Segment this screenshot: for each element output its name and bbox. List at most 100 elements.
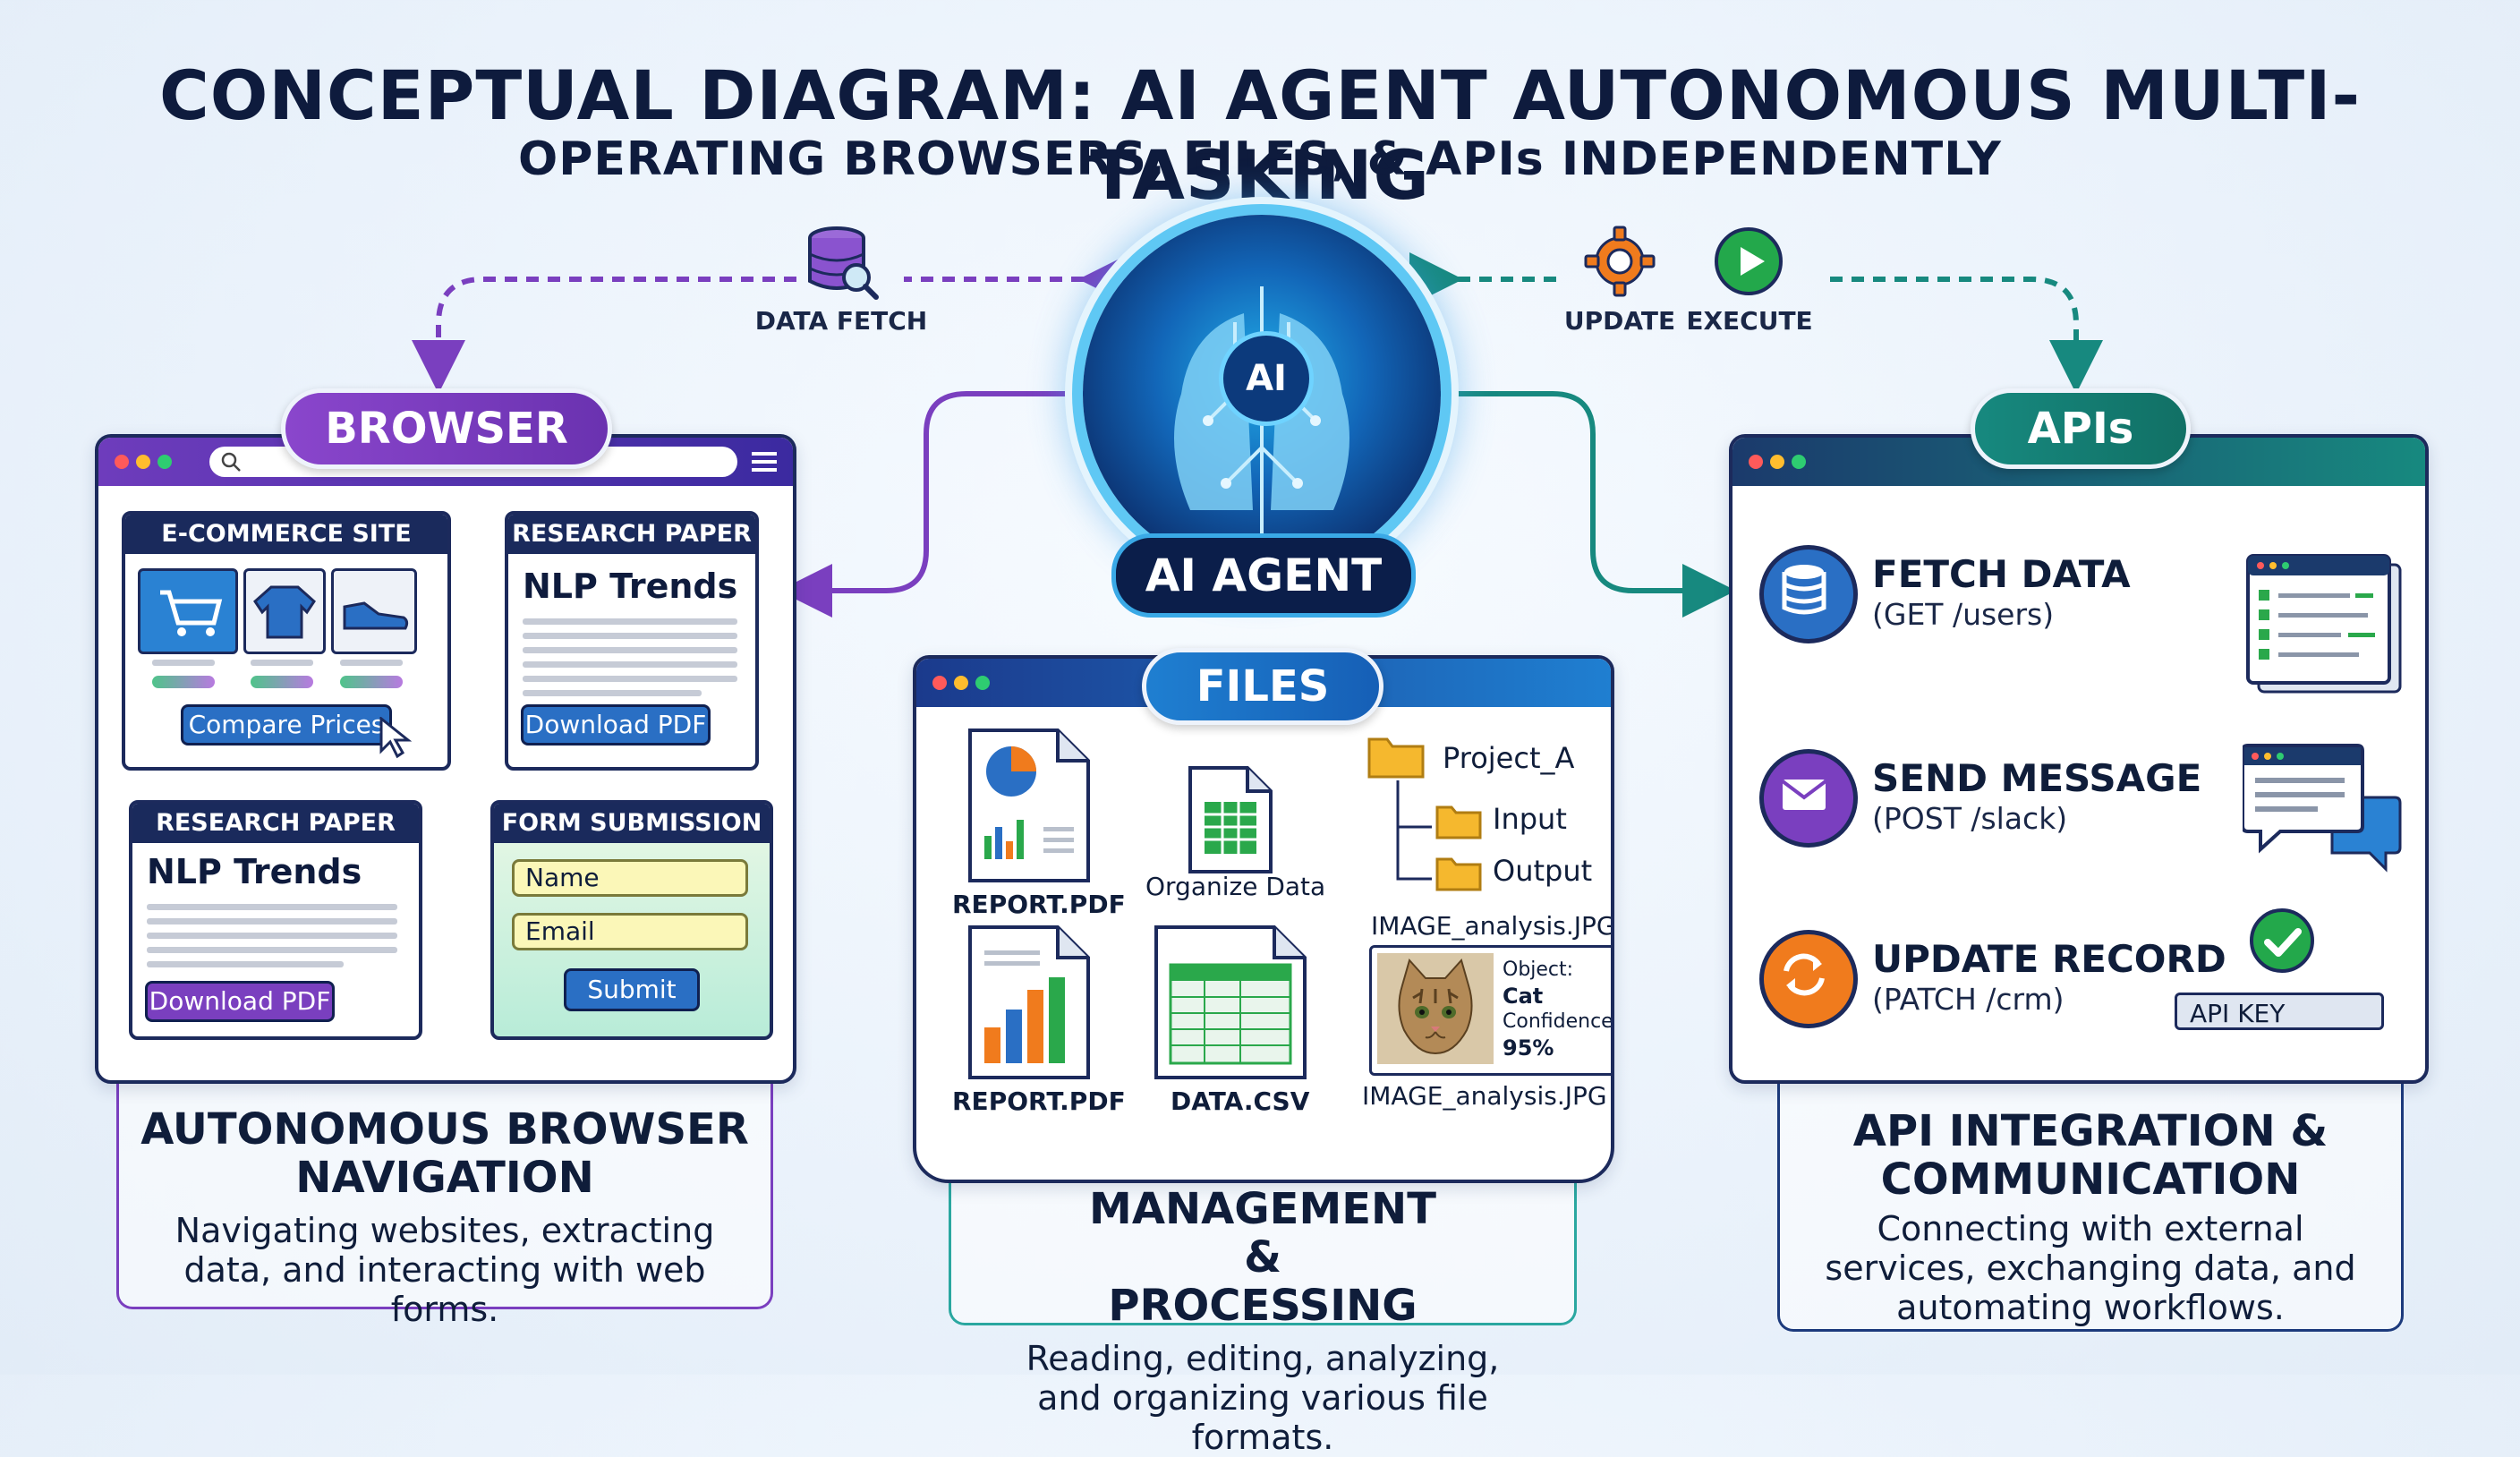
maximize-dot[interactable]	[975, 676, 990, 690]
send-message-endpoint: (POST /slack)	[1872, 801, 2068, 836]
minimize-dot[interactable]	[954, 676, 968, 690]
database-icon[interactable]	[1759, 545, 1858, 643]
close-dot[interactable]	[932, 676, 947, 690]
research-paper-card-2: RESEARCH PAPER NLP Trends Download PDF	[129, 800, 422, 1040]
browser-caption-text: Navigating websites, extracting data, an…	[175, 1211, 715, 1329]
email-field[interactable]: Email	[512, 913, 748, 950]
compare-prices-button[interactable]: Compare Prices	[181, 704, 392, 746]
placeholder-line	[152, 660, 215, 666]
apis-badge: APIs	[1971, 388, 2191, 469]
browser-badge: BROWSER	[281, 388, 612, 469]
folder-icon[interactable]	[1435, 854, 1482, 891]
project-a-folder-label: Project_A	[1443, 741, 1575, 775]
placeholder-line	[251, 660, 313, 666]
files-badge: FILES	[1142, 648, 1383, 725]
close-dot[interactable]	[115, 455, 129, 469]
data-csv-label: DATA.CSV	[1171, 1086, 1310, 1116]
cat-photo	[1377, 953, 1494, 1064]
price-bar	[340, 676, 403, 688]
ai-agent-head-graphic: AI	[1083, 215, 1441, 573]
research-paper-header-1: RESEARCH PAPER	[508, 515, 755, 554]
agent-apis-connector	[1427, 391, 1736, 618]
browser-caption: AUTONOMOUS BROWSER NAVIGATION Navigating…	[116, 1078, 773, 1329]
apis-window: FETCH DATA (GET /users) SEND MESSAGE (PO…	[1729, 434, 2429, 1084]
input-folder-label: Input	[1493, 802, 1567, 836]
download-pdf-button-2[interactable]: Download PDF	[145, 981, 335, 1022]
image-analysis-label-top: IMAGE_analysis.JPG	[1371, 911, 1614, 941]
placeholder-line	[147, 947, 397, 953]
execute-connector	[1830, 277, 2103, 394]
page-subtitle: OPERATING BROWSERS, FILES, & APIs INDEPE…	[518, 132, 2002, 186]
report-pdf-label-1: REPORT.PDF	[952, 890, 1126, 919]
research-paper-header-2: RESEARCH PAPER	[132, 804, 419, 843]
image-detection-card[interactable]: Object: Cat Confidence: 95%	[1369, 945, 1614, 1076]
menu-icon[interactable]	[752, 450, 777, 473]
cursor-icon	[379, 717, 413, 759]
check-icon	[2250, 908, 2314, 973]
research-paper-card-1: RESEARCH PAPER NLP Trends Download PDF	[505, 511, 759, 771]
csv-file-icon[interactable]	[1151, 924, 1310, 1081]
placeholder-line	[147, 904, 397, 910]
report-pdf-label-2: REPORT.PDF	[952, 1086, 1126, 1116]
placeholder-line	[147, 961, 344, 967]
organize-data-label: Organize Data	[1145, 872, 1326, 901]
tree-connector	[1396, 780, 1432, 881]
object-label: Object:	[1503, 959, 1574, 981]
placeholder-line	[523, 618, 737, 625]
minimize-dot[interactable]	[1770, 455, 1784, 469]
maximize-dot[interactable]	[158, 455, 172, 469]
data-fetch-connector-left	[412, 277, 796, 394]
apis-caption-text: Connecting with external services, excha…	[1825, 1209, 2356, 1327]
ai-agent-label: AI AGENT	[1111, 533, 1416, 618]
bar-report-file-icon[interactable]	[965, 924, 1094, 1081]
page-title: CONCEPTUAL DIAGRAM: AI AGENT AUTONOMOUS …	[158, 55, 2362, 215]
shoe-product-tile[interactable]	[331, 568, 417, 654]
maximize-dot[interactable]	[1792, 455, 1806, 469]
confidence-label: Confidence:	[1503, 1010, 1614, 1033]
name-field[interactable]: Name	[512, 859, 748, 897]
sweater-icon	[253, 585, 316, 639]
download-pdf-button-1[interactable]: Download PDF	[521, 704, 711, 746]
apis-caption: API INTEGRATION & COMMUNICATION Connecti…	[1777, 1078, 2404, 1332]
placeholder-line	[147, 933, 397, 939]
spreadsheet-file-icon[interactable]	[1187, 764, 1274, 875]
research-paper-title-2: NLP Trends	[147, 852, 362, 891]
ecommerce-card: E-COMMERCE SITE Compare Prices	[122, 511, 451, 771]
play-icon	[1715, 227, 1783, 295]
submit-button[interactable]: Submit	[564, 968, 700, 1011]
sync-icon[interactable]	[1759, 930, 1858, 1028]
files-caption-text: Reading, editing, analyzing, and organiz…	[1026, 1339, 1500, 1457]
pie-report-file-icon[interactable]	[965, 727, 1094, 884]
cart-product-tile[interactable]	[138, 568, 238, 654]
placeholder-line	[147, 918, 397, 924]
placeholder-line	[340, 660, 403, 666]
gear-refresh-icon	[1584, 226, 1656, 297]
folder-icon[interactable]	[1367, 732, 1425, 779]
form-submission-card: FORM SUBMISSION Name Email Submit	[490, 800, 773, 1040]
shoe-icon	[343, 601, 409, 630]
close-dot[interactable]	[1749, 455, 1763, 469]
search-icon	[221, 452, 241, 472]
browser-window: E-COMMERCE SITE Compare Prices RESEARCH …	[95, 434, 796, 1084]
placeholder-line	[523, 690, 702, 696]
object-value: Cat	[1503, 984, 1544, 1009]
price-bar	[152, 676, 215, 688]
api-key-field[interactable]: API KEY	[2175, 993, 2384, 1030]
ecommerce-header: E-COMMERCE SITE	[125, 515, 447, 554]
mail-icon[interactable]	[1759, 749, 1858, 848]
confidence-value: 95%	[1503, 1035, 1554, 1061]
fetch-data-title: FETCH DATA	[1872, 552, 2131, 596]
minimize-dot[interactable]	[136, 455, 150, 469]
folder-icon[interactable]	[1435, 802, 1482, 839]
update-record-endpoint: (PATCH /crm)	[1872, 982, 2065, 1017]
execute-label: EXECUTE	[1686, 306, 1813, 336]
fetch-data-endpoint: (GET /users)	[1872, 597, 2055, 632]
image-analysis-label-bottom: IMAGE_analysis.JPG	[1362, 1081, 1607, 1111]
ai-chip-label: AI	[1219, 331, 1314, 426]
cart-icon	[160, 590, 223, 636]
chat-bubbles-icon	[2243, 744, 2402, 873]
form-submission-header: FORM SUBMISSION	[494, 804, 770, 843]
placeholder-line	[523, 633, 737, 639]
update-record-title: UPDATE RECORD	[1872, 937, 2226, 981]
sweater-product-tile[interactable]	[243, 568, 326, 654]
